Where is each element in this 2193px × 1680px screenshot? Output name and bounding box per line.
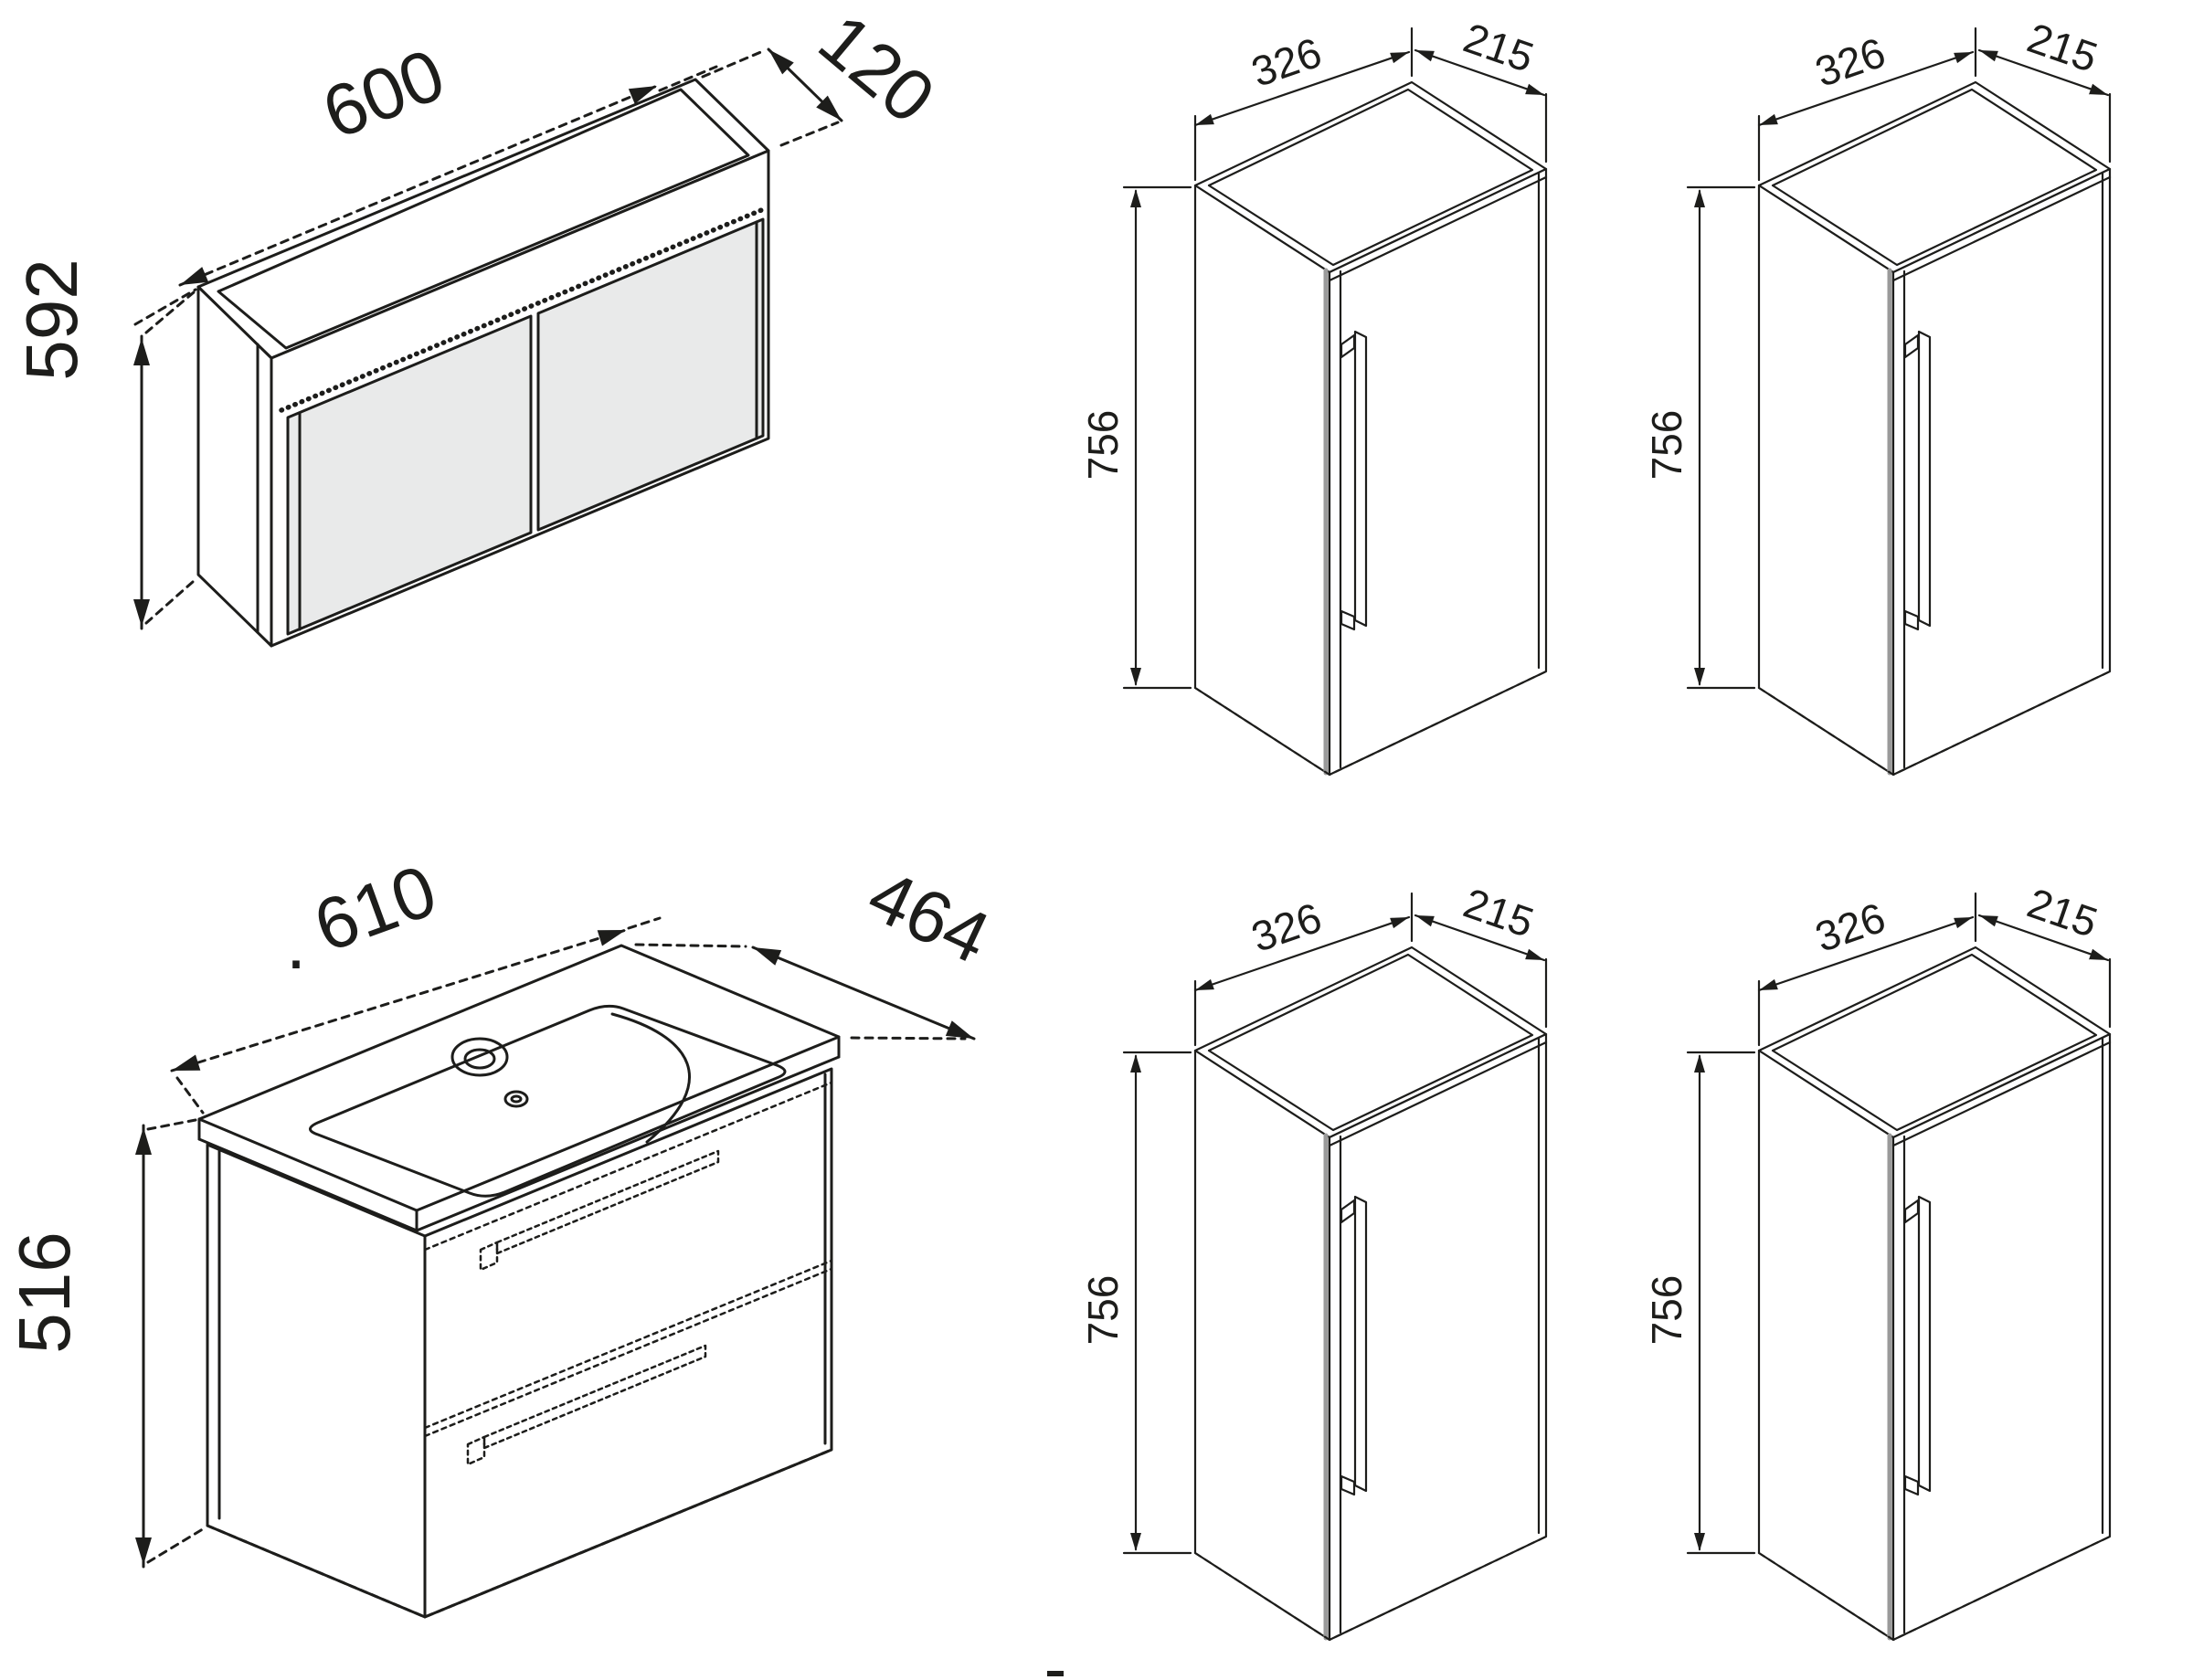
vanity-body [206,1067,833,1619]
side-cabinet-1-width-label: 326 [1245,28,1327,96]
overflow-hole [503,1090,529,1108]
mirror-depth-label: 120 [804,0,949,139]
side-cabinet-2-drawing: 326 215 756 [1647,23,2177,808]
side-cabinet-2-depth-label: 215 [2021,23,2103,81]
faucet-hole [450,1037,509,1077]
mirror-doors [286,217,765,636]
side-cabinet-1-depth-label: 215 [1457,23,1539,81]
drawer-handles [466,1149,720,1466]
vanity-width-dimension [170,916,662,1115]
basin [197,944,841,1232]
mirror-cabinet-art [133,48,843,648]
mirror-height-label: 592 [18,259,92,380]
mirror-depth-dimension [701,48,843,147]
side-cabinet-4-height-label: 756 [1647,1275,1690,1346]
side-cabinet-3-drawing: 326 215 756 [1083,888,1613,1674]
side-cabinet-3-height-label: 756 [1083,1275,1127,1346]
vanity-width-leading-dot: . [286,903,306,984]
side-cabinet-3-width-label: 326 [1245,893,1327,961]
vanity-art [135,916,976,1619]
side-cabinet-1-drawing: 326 215 756 [1083,23,1613,808]
side-cabinet-4-drawing: 326 215 756 [1647,888,2177,1674]
side-cabinet-3-depth-label: 215 [1457,888,1539,946]
mirror-cabinet-drawing: 600 120 592 [18,0,959,676]
side-cabinet-2-width-label: 326 [1809,28,1891,96]
footer-dash [1047,1671,1064,1676]
mirror-width-label: 600 [312,33,455,154]
mirror-width-dimension [133,65,718,326]
vanity-depth-dimension [634,943,976,1041]
vanity-width-label: 610 [304,850,447,967]
vanity-height-label: 516 [18,1231,85,1353]
side-cabinet-2-height-label: 756 [1647,410,1690,481]
side-cabinet-4-depth-label: 215 [2021,888,2103,946]
side-cabinet-1-height-label: 756 [1083,410,1127,481]
side-cabinet-4-width-label: 326 [1809,893,1891,961]
vanity-drawing: 610 . 464 516 [18,840,1069,1680]
vanity-depth-label: 464 [856,854,1001,979]
mirror-height-dimension [133,291,196,630]
vanity-height-dimension [135,1118,207,1569]
